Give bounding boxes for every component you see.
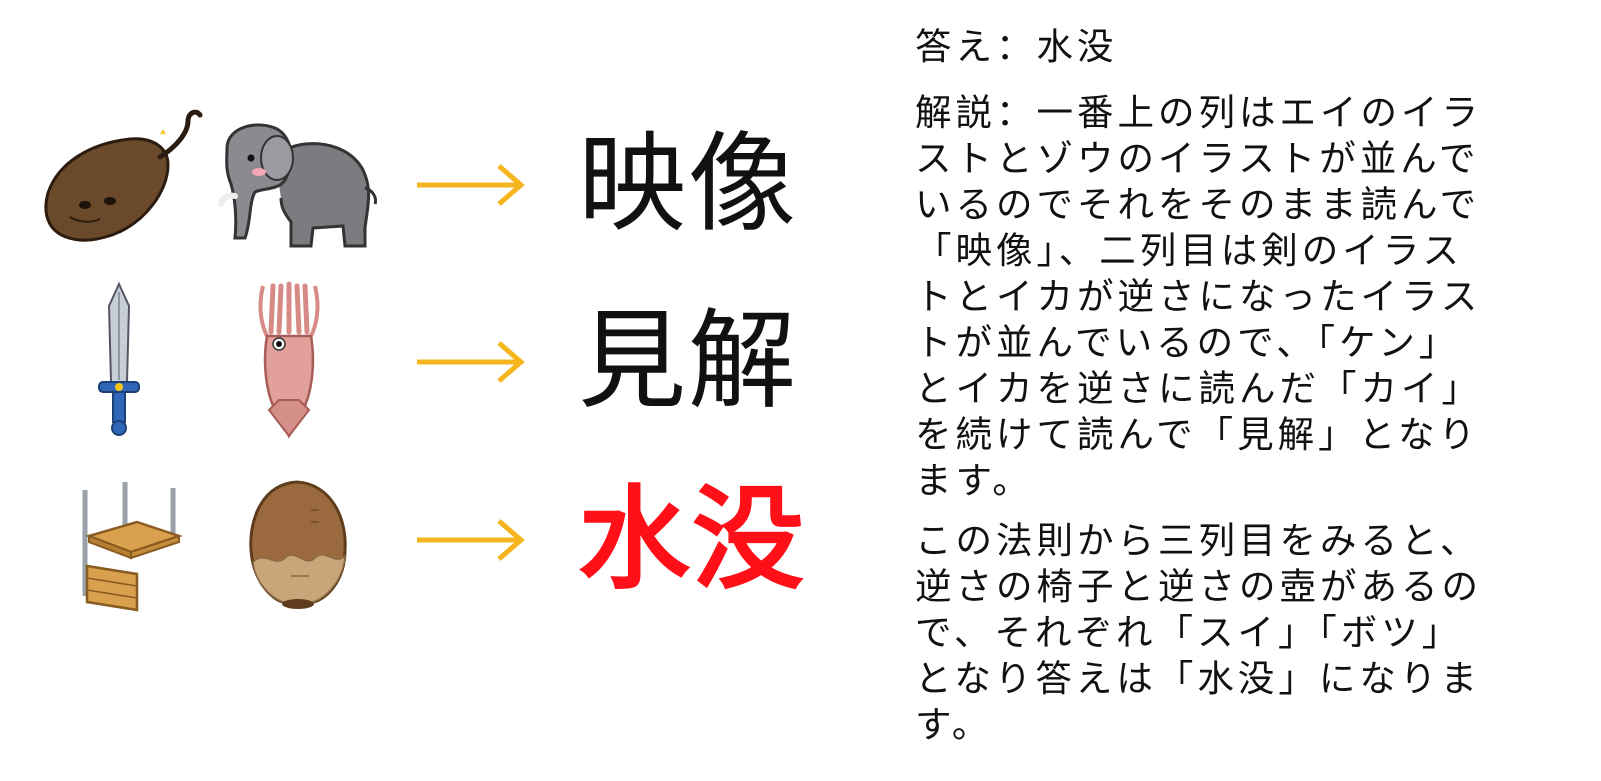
squid-upside-down-icon <box>245 280 333 440</box>
answer-word-row2: 見解 <box>578 299 799 424</box>
chair-upside-down-icon <box>75 478 190 613</box>
answer-word-row3: 水没 <box>578 475 806 605</box>
pot-upside-down-icon <box>245 478 350 613</box>
arrow-right-icon <box>415 337 527 387</box>
explanation-paragraph-1: 解説：一番上の列はエイのイラ ストとゾウのイラストが並んで いるのでそれをそのま… <box>915 91 1482 502</box>
sword-icon <box>95 280 143 438</box>
answer-line: 答え：水没 <box>915 25 1118 68</box>
arrow-right-icon <box>415 160 527 210</box>
explanation-paragraph-2: この法則から三列目をみると、 逆さの椅子と逆さの壺があるの で、それぞれ「スイ」… <box>915 519 1482 746</box>
elephant-icon <box>215 118 380 253</box>
arrow-right-icon <box>415 515 527 565</box>
answer-word-row1: 映像 <box>578 122 799 247</box>
stingray-icon <box>40 105 205 250</box>
